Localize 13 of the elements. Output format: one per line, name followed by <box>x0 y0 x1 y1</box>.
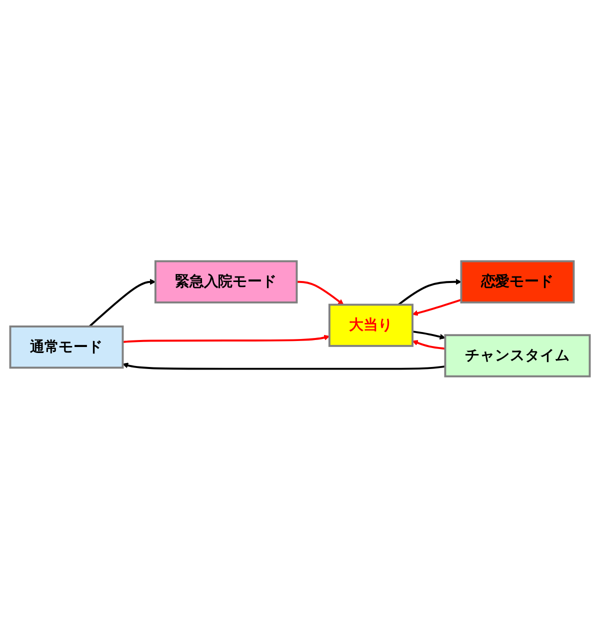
arrow <box>296 281 344 306</box>
arrow <box>412 330 446 340</box>
node-box: 恋愛モード <box>460 260 575 304</box>
node-box: チャンスタイム <box>444 334 591 378</box>
node-box: 大当り <box>328 304 414 348</box>
arrow <box>398 279 462 306</box>
arrow <box>122 362 446 370</box>
arrow <box>412 340 446 350</box>
arrow <box>122 334 330 344</box>
node-box: 通常モード <box>9 326 124 369</box>
arrow <box>412 299 462 316</box>
node-box: 緊急入院モード <box>154 260 298 304</box>
arrow <box>88 279 156 328</box>
